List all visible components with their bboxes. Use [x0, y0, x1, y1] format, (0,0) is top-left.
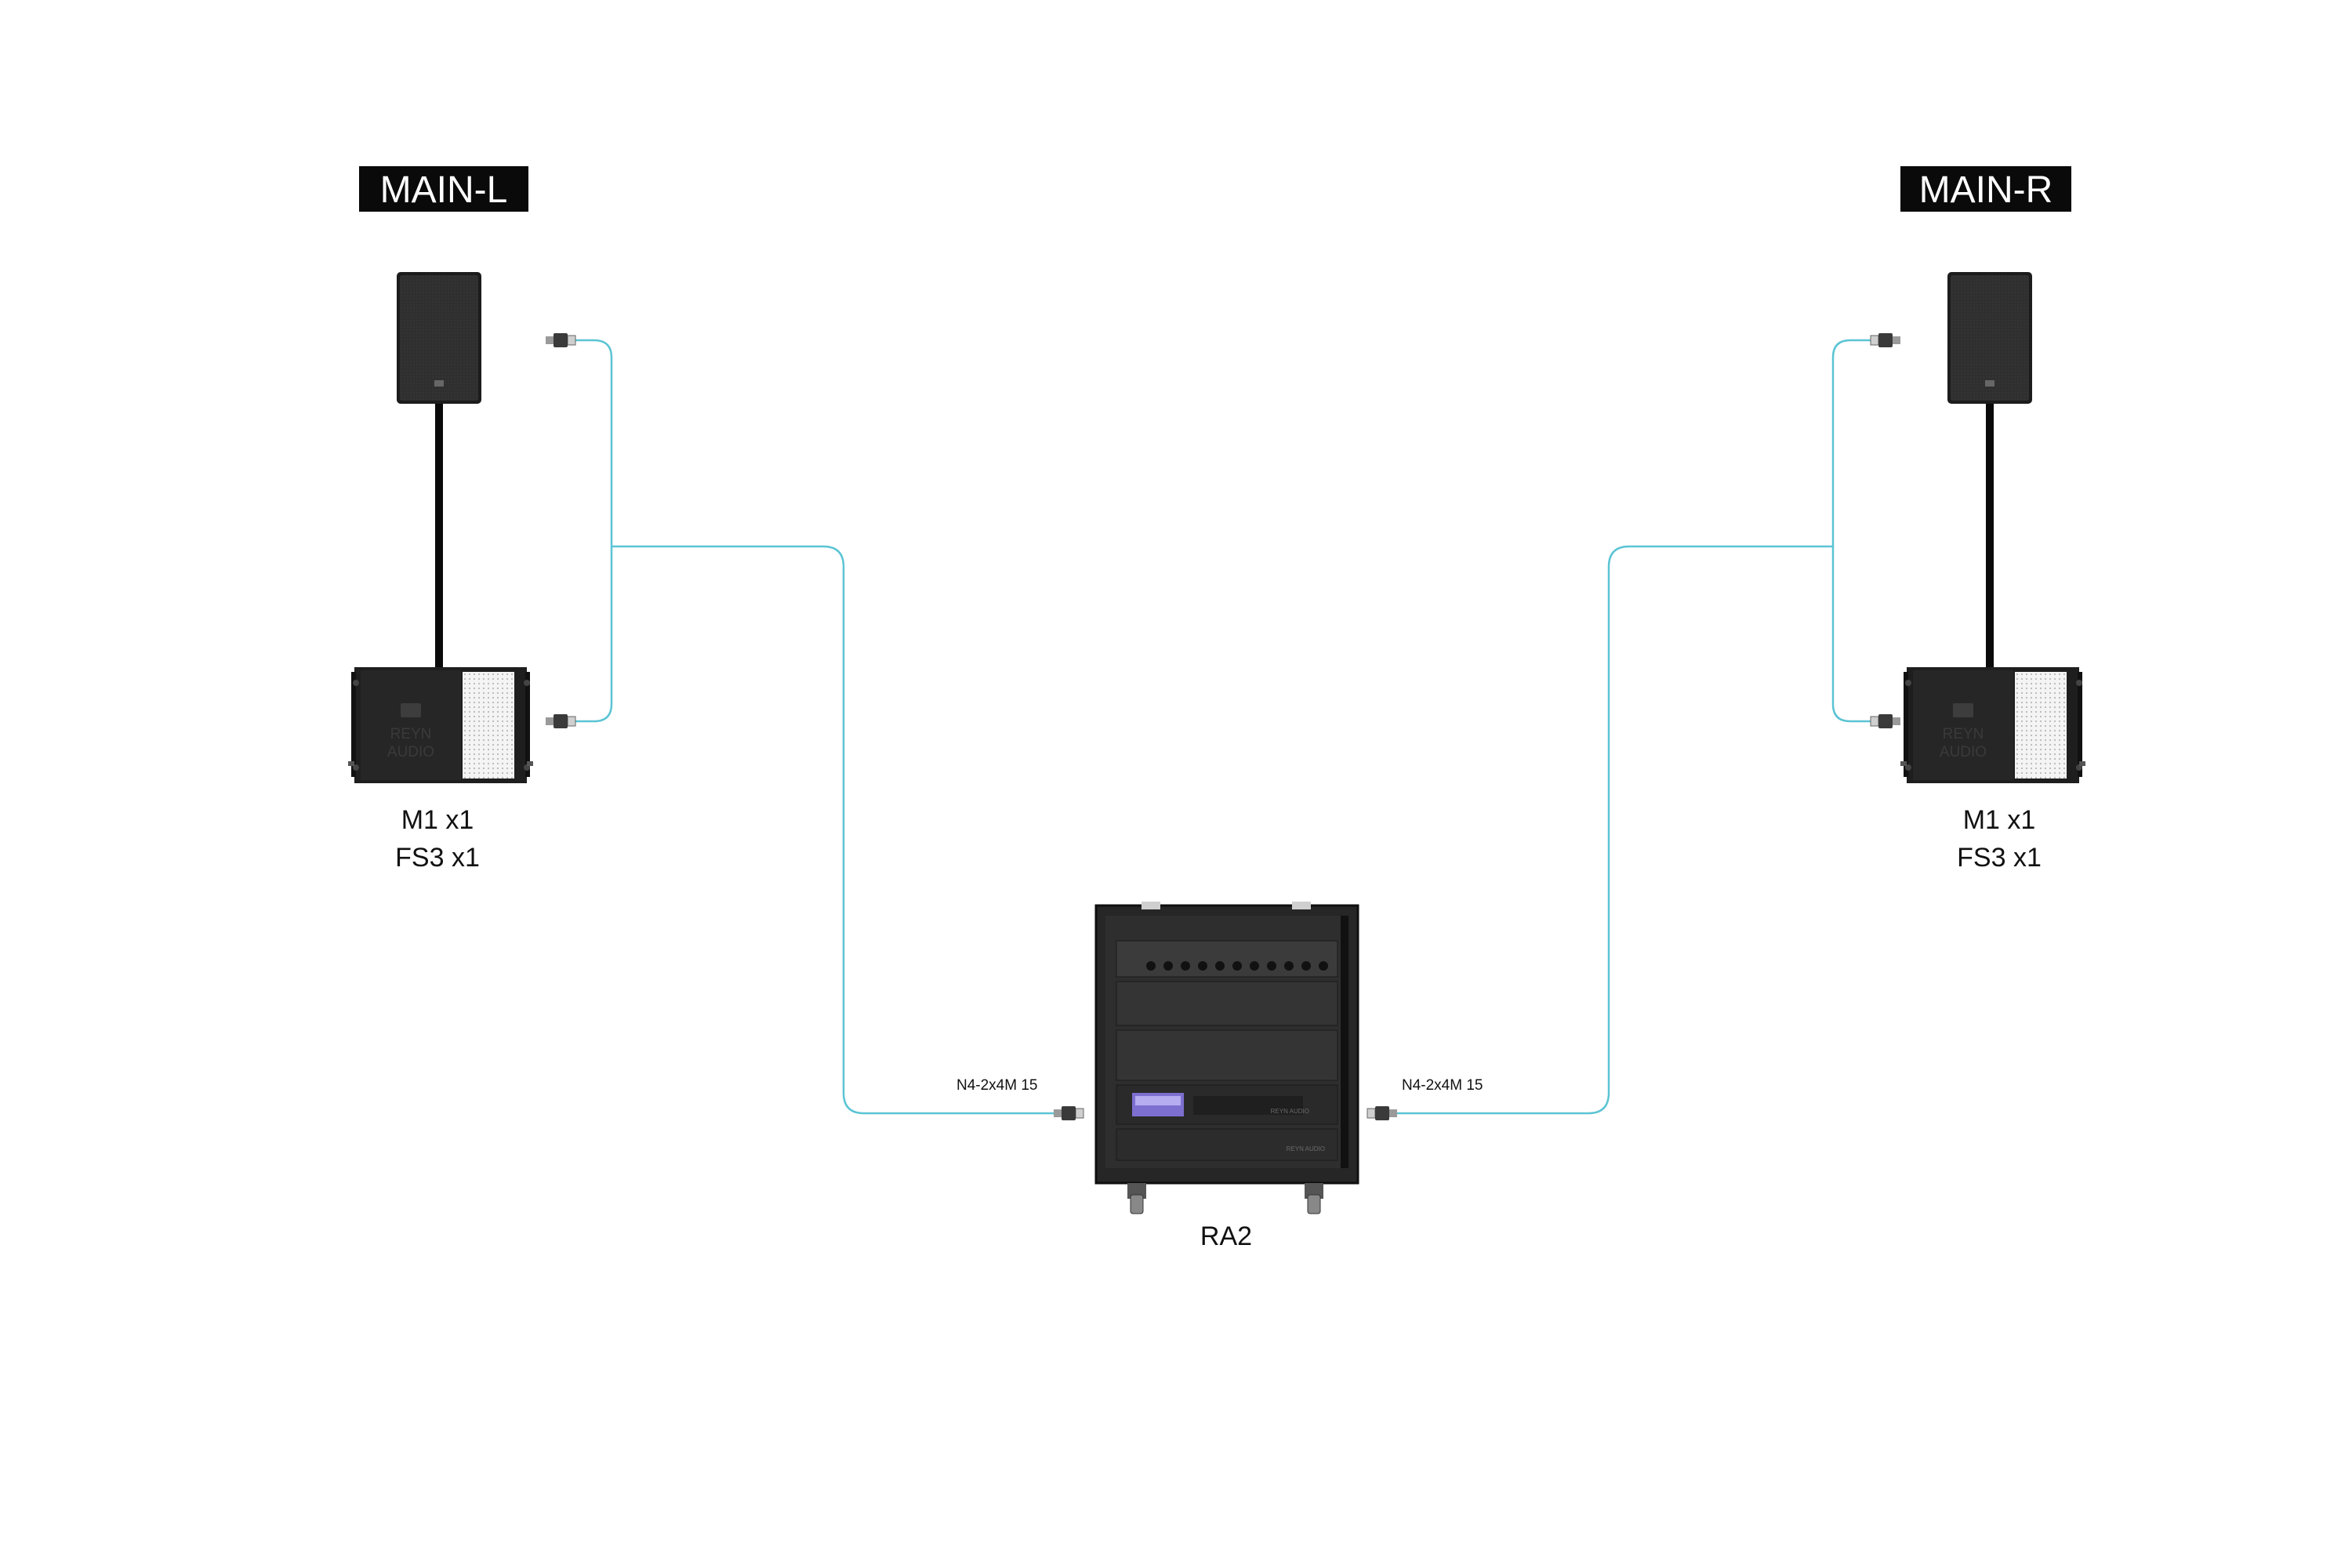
- cable-right: [1396, 339, 1872, 1115]
- rack-caster-left: [1127, 1183, 1146, 1214]
- main-l-item-2: FS3 x1: [395, 843, 480, 873]
- main-r-brand-line2: AUDIO: [1940, 744, 1987, 760]
- main-l-brand-line1: REYN: [390, 726, 432, 742]
- cable-label-right: N4-2x4M 15: [1402, 1077, 1483, 1094]
- main-l-brand-line2: AUDIO: [387, 744, 434, 760]
- main-r-item-1: M1 x1: [1963, 805, 2036, 835]
- rack-lower-panel: REYN AUDIO: [1116, 1128, 1338, 1161]
- main-r-group: MAIN-R REYN AUDIO M1 x1 FS3 x1: [1900, 166, 2085, 873]
- main-l-m1-speaker: [397, 272, 481, 404]
- rack-amp-brand: REYN AUDIO: [1271, 1108, 1309, 1115]
- connector-right-m1: [1870, 332, 1901, 348]
- main-r-m1-speaker: [1947, 272, 2032, 404]
- main-r-fs3-sub: REYN AUDIO: [1900, 667, 2085, 783]
- main-l-fs3-sub: REYN AUDIO: [348, 667, 533, 783]
- rack-label: RA2: [1200, 1221, 1252, 1251]
- rack-caster-right: [1305, 1183, 1323, 1214]
- main-l-group: MAIN-L REYN AUDIO M1 x1 FS3 x1: [348, 166, 533, 873]
- main-r-brand-line1: REYN: [1943, 726, 1984, 742]
- connector-rack-left: [1053, 1105, 1084, 1121]
- main-l-title-bg: [359, 166, 528, 212]
- connector-right-fs3: [1870, 713, 1901, 729]
- rack-patch-panel: [1116, 940, 1338, 978]
- rack-amplifier: REYN AUDIO: [1116, 1084, 1338, 1125]
- cable-label-left: N4-2x4M 15: [956, 1077, 1038, 1094]
- main-r-pole: [1986, 404, 1994, 669]
- connector-left-fs3: [545, 713, 576, 729]
- main-r-brand-logo: [1953, 703, 1973, 717]
- connector-rack-right: [1367, 1105, 1398, 1121]
- rack-ra2: REYN AUDIO REYN AUDIO: [1094, 902, 1359, 1214]
- main-l-pole: [435, 404, 443, 669]
- rack-lower-brand: REYN AUDIO: [1287, 1145, 1325, 1152]
- cable-left: [574, 339, 1057, 1115]
- main-l-item-1: M1 x1: [401, 805, 474, 835]
- main-l-brand-logo: [401, 703, 421, 717]
- main-r-item-2: FS3 x1: [1957, 843, 2042, 873]
- main-l-title: MAIN-L: [380, 169, 508, 211]
- main-r-title: MAIN-R: [1919, 169, 2053, 211]
- main-r-title-bg: [1900, 166, 2071, 212]
- connector-left-m1: [545, 332, 576, 348]
